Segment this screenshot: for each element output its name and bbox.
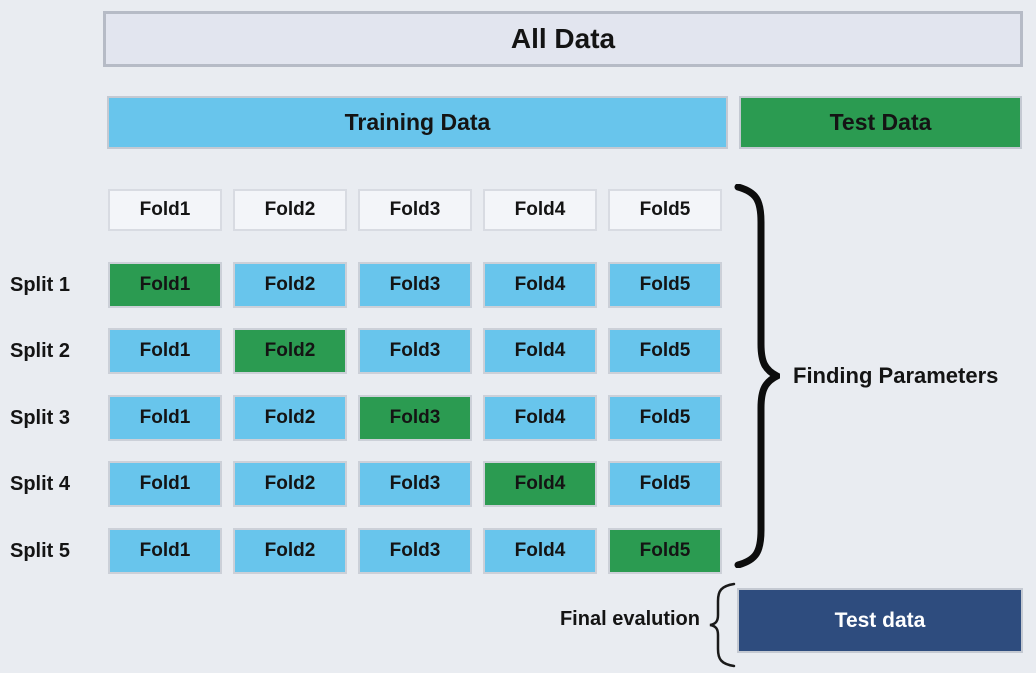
fold-cell: Fold5: [608, 395, 722, 441]
fold-cell-test: Fold4: [483, 461, 597, 507]
training-data-bar: Training Data: [107, 96, 728, 149]
fold-cell: Fold1: [108, 395, 222, 441]
finding-parameters-brace: [734, 184, 780, 568]
fold-cell: Fold3: [358, 461, 472, 507]
split-label: Split 1: [10, 273, 71, 296]
final-test-data-bar: Test data: [737, 588, 1023, 653]
fold-cell: Fold1: [108, 461, 222, 507]
fold-cell: Fold3: [358, 328, 472, 374]
all-data-bar: All Data: [103, 11, 1023, 67]
split-label: Split 4: [10, 472, 71, 495]
fold-header-cell: Fold1: [108, 189, 222, 231]
fold-cell: Fold2: [233, 528, 347, 574]
split-label: Split 2: [10, 339, 71, 362]
fold-cell: Fold4: [483, 528, 597, 574]
fold-cell-test: Fold2: [233, 328, 347, 374]
fold-cell: Fold2: [233, 461, 347, 507]
split-label: Split 3: [10, 406, 71, 429]
fold-cell: Fold4: [483, 395, 597, 441]
fold-cell-test: Fold5: [608, 528, 722, 574]
fold-header-cell: Fold2: [233, 189, 347, 231]
fold-cell: Fold3: [358, 528, 472, 574]
final-evaluation-brace: [709, 582, 736, 668]
split-label: Split 5: [10, 539, 71, 562]
fold-cell: Fold5: [608, 262, 722, 308]
fold-header-cell: Fold5: [608, 189, 722, 231]
fold-header-cell: Fold3: [358, 189, 472, 231]
fold-cell: Fold4: [483, 262, 597, 308]
fold-cell-test: Fold1: [108, 262, 222, 308]
fold-cell: Fold2: [233, 395, 347, 441]
fold-cell: Fold2: [233, 262, 347, 308]
fold-cell: Fold5: [608, 461, 722, 507]
fold-cell-test: Fold3: [358, 395, 472, 441]
fold-cell: Fold5: [608, 328, 722, 374]
finding-parameters-label: Finding Parameters: [793, 363, 999, 388]
fold-header-cell: Fold4: [483, 189, 597, 231]
fold-cell: Fold4: [483, 328, 597, 374]
fold-cell: Fold1: [108, 528, 222, 574]
test-data-bar: Test Data: [739, 96, 1022, 149]
final-evaluation-label: Final evalution: [559, 608, 700, 630]
fold-cell: Fold1: [108, 328, 222, 374]
fold-cell: Fold3: [358, 262, 472, 308]
